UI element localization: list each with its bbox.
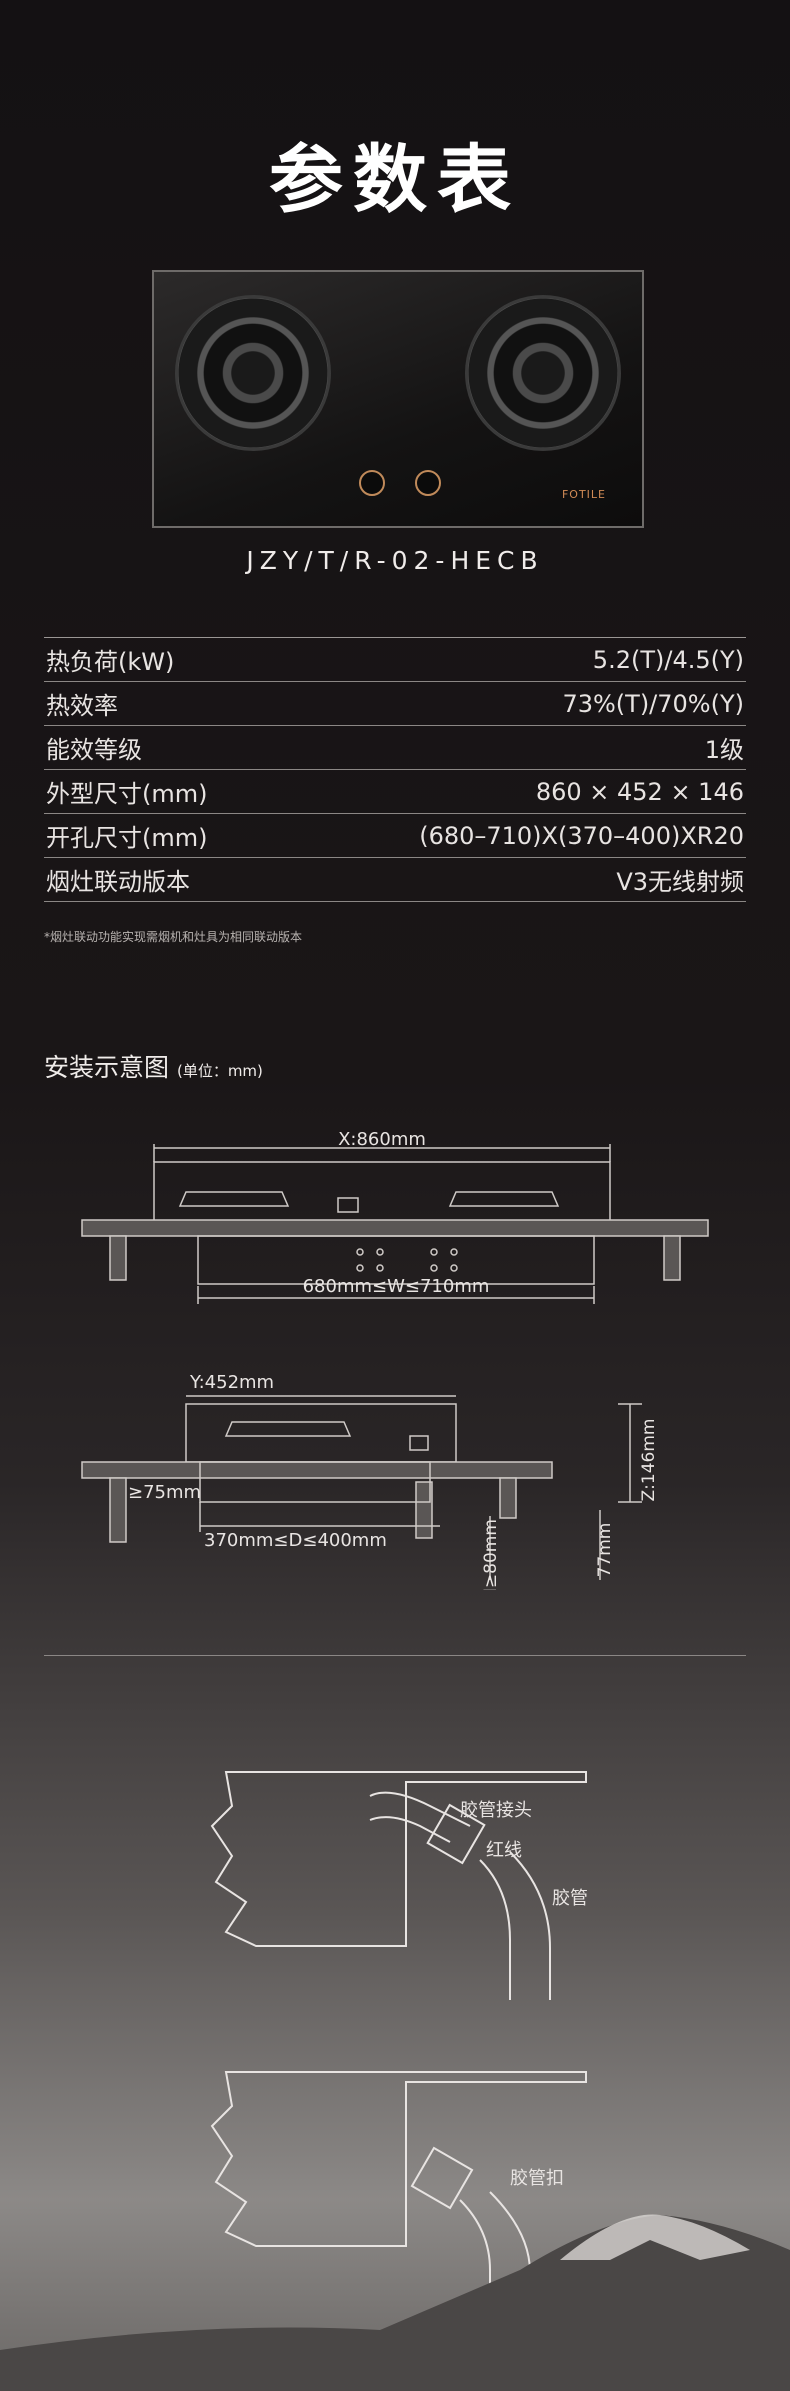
hose-connector-label: 胶管接头 xyxy=(460,1800,532,1821)
footnote: *烟灶联动功能实现需烟机和灶具为相同联动版本 xyxy=(44,930,303,944)
model-number: JZY/T/R-02-HECB xyxy=(246,546,544,575)
spec-label: 外型尺寸(mm) xyxy=(46,780,208,808)
side-view-diagram: Y:452mm ≥75mm 370mm≤D≤400mm Z:146mm H≥80… xyxy=(81,1372,659,1590)
front-cutout-label: 680mm≤W≤710mm xyxy=(303,1276,490,1297)
spec-label: 能效等级 xyxy=(46,736,142,764)
cooktop-image: FOTILE xyxy=(152,270,644,528)
install-unit: (单位：mm) xyxy=(176,1062,263,1080)
hose-clamp-label: 胶管扣 xyxy=(510,2168,564,2189)
side-height-label: Z:146mm xyxy=(639,1419,659,1502)
spec-value: (680–710)X(370–400)XR20 xyxy=(419,821,744,850)
cooktop-outline xyxy=(153,1161,611,1225)
spec-label: 烟灶联动版本 xyxy=(46,868,190,896)
spec-row: 能效等级 1级 xyxy=(44,726,746,770)
countertop xyxy=(81,1219,709,1237)
spec-label: 热负荷(kW) xyxy=(46,648,175,676)
spec-row: 热效率 73%(T)/70%(Y) xyxy=(44,682,746,726)
side-below-label: 77mm xyxy=(595,1523,615,1578)
install-diagram-title: 安装示意图 (单位：mm) xyxy=(44,1048,263,1084)
spec-row: 热负荷(kW) 5.2(T)/4.5(Y) xyxy=(44,638,746,682)
brand-logo: FOTILE xyxy=(561,488,606,501)
left-knob xyxy=(359,470,385,496)
spec-row: 外型尺寸(mm) 860 × 452 × 146 xyxy=(44,770,746,814)
right-knob xyxy=(415,470,441,496)
spec-label: 开孔尺寸(mm) xyxy=(46,824,208,852)
hose-diagram-top: 胶管接头 红线 胶管 xyxy=(210,1771,588,2000)
side-depth-label: Y:452mm xyxy=(189,1372,274,1393)
spec-value: 5.2(T)/4.5(Y) xyxy=(592,645,744,674)
front-view-diagram: X:860mm 680mm≤W≤710mm xyxy=(81,1130,709,1304)
spec-row: 开孔尺寸(mm) (680–710)X(370–400)XR20 xyxy=(44,814,746,858)
spec-value: 860 × 452 × 146 xyxy=(535,777,744,806)
section-divider xyxy=(44,1655,746,1656)
spec-value: 73%(T)/70%(Y) xyxy=(562,689,744,718)
hose-label: 胶管 xyxy=(552,1888,588,1909)
spec-label: 热效率 xyxy=(46,692,118,720)
spec-value: V3无线射频 xyxy=(616,868,744,896)
mountain-illustration xyxy=(0,2214,790,2391)
right-burner xyxy=(468,298,618,448)
left-burner xyxy=(178,298,328,448)
side-edge-label: ≥75mm xyxy=(128,1482,201,1503)
spec-row: 烟灶联动版本 V3无线射频 xyxy=(44,858,746,902)
spec-value: 1级 xyxy=(704,736,744,764)
spec-table: 热负荷(kW) 5.2(T)/4.5(Y) 热效率 73%(T)/70%(Y) 能效… xyxy=(44,637,746,902)
page-title: 参数表 xyxy=(269,137,521,223)
front-width-label: X:860mm xyxy=(338,1130,426,1150)
install-title-text: 安装示意图 xyxy=(44,1053,170,1082)
side-countertop xyxy=(81,1461,553,1479)
red-line-label: 红线 xyxy=(486,1840,522,1861)
side-clearance-label: H≥80mm xyxy=(481,1519,501,1590)
side-cutout-label: 370mm≤D≤400mm xyxy=(204,1530,387,1551)
